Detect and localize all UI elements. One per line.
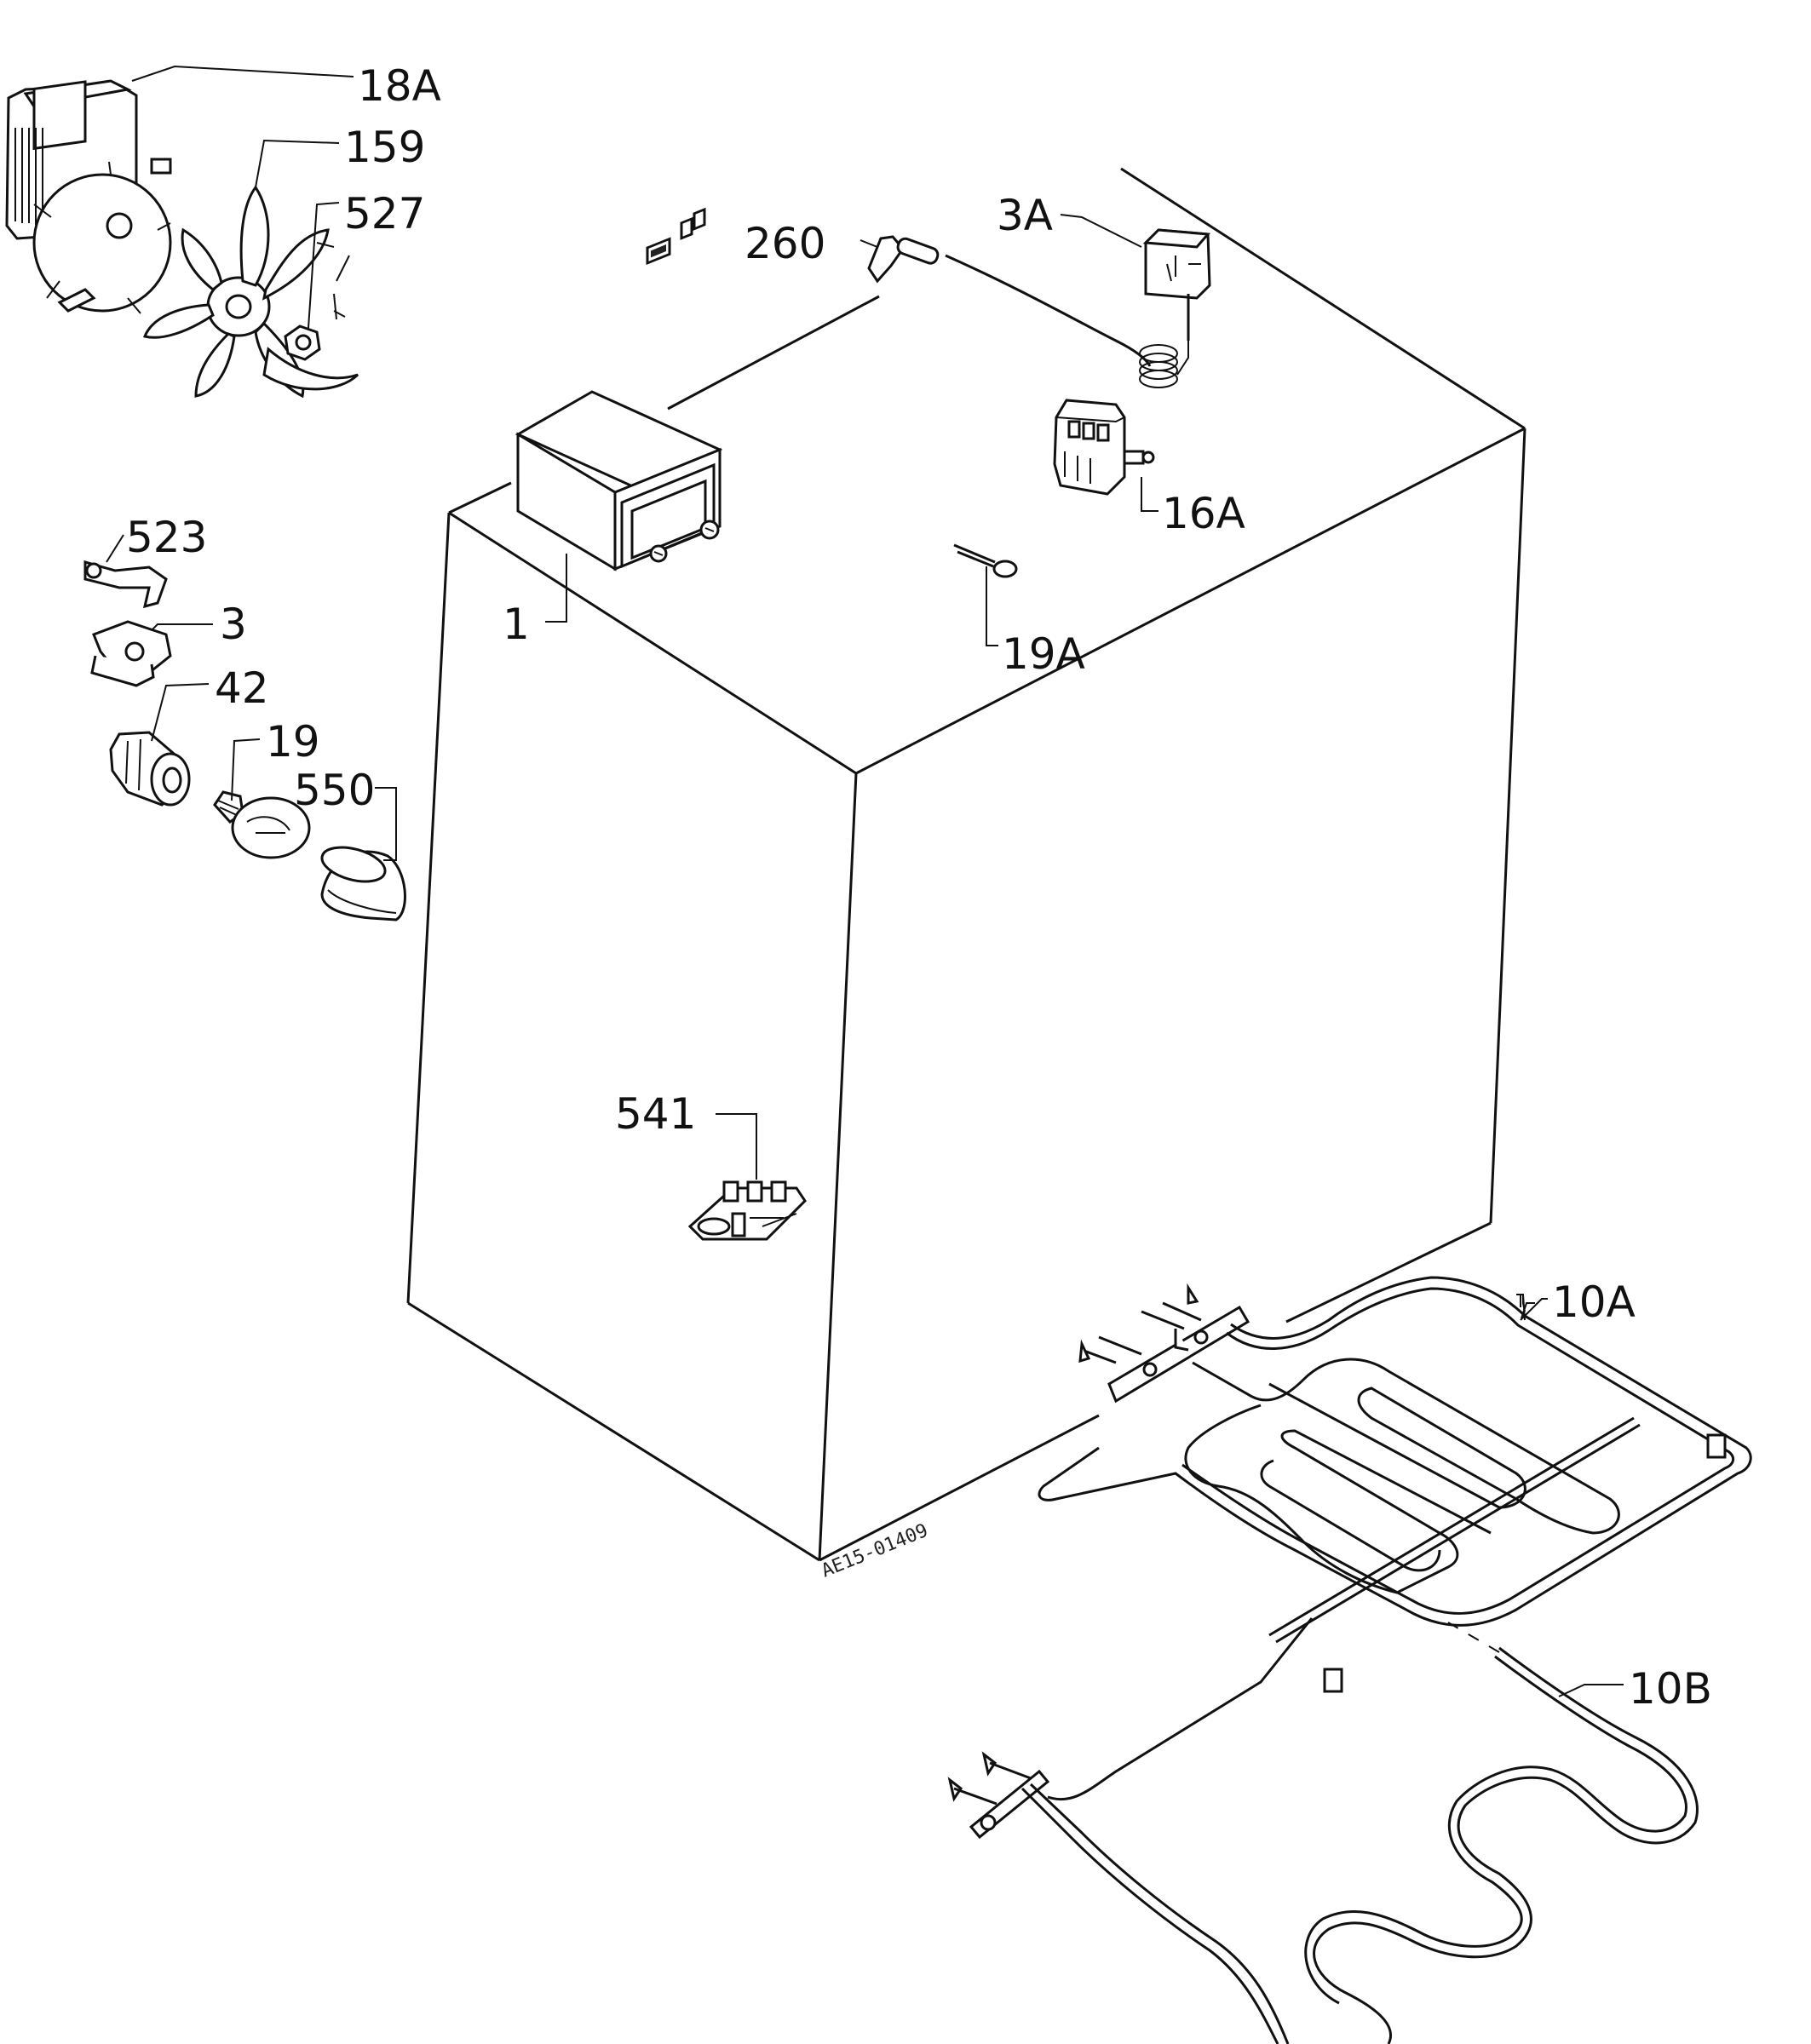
label-1: 1 (503, 600, 530, 649)
label-159: 159 (344, 123, 425, 172)
sensor-probe-icon (867, 235, 1152, 367)
bulb-icon (213, 790, 311, 859)
label-10a: 10A (1552, 1278, 1636, 1327)
label-3: 3 (220, 600, 247, 649)
thermostat-icon (1139, 228, 1211, 388)
label-19a: 19A (1002, 629, 1085, 679)
nut-icon (284, 242, 350, 361)
label-16a: 16A (1162, 489, 1245, 538)
label-523: 523 (126, 513, 207, 562)
label-42: 42 (215, 663, 269, 713)
label-260: 260 (745, 219, 825, 268)
part-labels: 18A 159 527 260 3A 16A 1 19A 523 3 42 19… (126, 61, 1712, 1714)
label-10b: 10B (1629, 1664, 1712, 1714)
timer-module-icon (515, 207, 723, 571)
fan-motor-icon (5, 79, 172, 314)
label-550: 550 (294, 766, 375, 815)
leader-lines (106, 65, 1624, 1697)
oven-cabinet: AE15-01409 (406, 167, 1526, 1582)
selector-switch-icon (1053, 399, 1155, 496)
clip-icon (83, 560, 168, 609)
label-527: 527 (344, 189, 425, 238)
grill-element-icon (1038, 1276, 1752, 1693)
lamp-socket-bracket-icon (90, 620, 172, 687)
lamp-cover-icon (320, 846, 406, 922)
bottom-element-icon (947, 1617, 1699, 2044)
terminal-block-icon (687, 1180, 807, 1241)
fan-blade-icon (142, 185, 359, 399)
label-18a: 18A (358, 61, 441, 111)
lamp-holder-icon (109, 731, 191, 807)
label-3a: 3A (997, 191, 1053, 240)
indicator-lamp-icon (953, 543, 1018, 578)
label-541: 541 (615, 1089, 696, 1139)
label-19: 19 (266, 717, 320, 766)
